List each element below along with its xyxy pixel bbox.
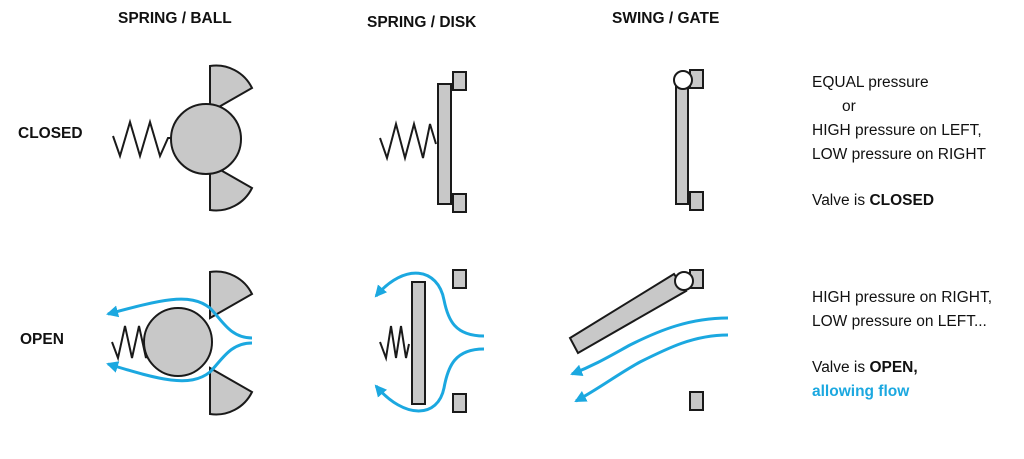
closed-desc-line-2: or	[842, 98, 856, 115]
spring-ball-open-seat-bottom	[209, 366, 254, 416]
swing-gate-closed-seat-bottom	[689, 191, 704, 211]
spring-disk-open-disk	[411, 281, 426, 405]
closed-description: EQUAL pressure or HIGH pressure on LEFT,…	[812, 71, 986, 213]
swing-gate-closed-gate	[675, 85, 689, 205]
open-flow-note: allowing flow	[812, 383, 910, 400]
header-swing-gate: SWING / GATE	[612, 10, 720, 27]
open-desc-line-1: HIGH pressure on RIGHT,	[812, 289, 993, 306]
spring-disk-open-spring	[379, 325, 410, 362]
spring-ball-open-ball	[143, 307, 213, 377]
swing-gate-closed-hinge	[673, 70, 693, 90]
swing-gate-open-hinge	[674, 271, 694, 291]
spring-disk-open-flow-top	[374, 271, 485, 338]
spring-disk-open-seat-bottom	[452, 393, 467, 413]
spring-disk-closed-spring	[379, 120, 437, 162]
open-desc-line-2: LOW pressure on LEFT...	[812, 313, 987, 330]
closed-status-prefix: Valve is	[812, 192, 870, 209]
swing-gate-open	[568, 269, 729, 411]
spring-ball-open-flow-bottom	[106, 341, 253, 383]
closed-desc-line-1: EQUAL pressure	[812, 74, 929, 91]
header-spring-disk: SPRING / DISK	[367, 14, 477, 31]
spring-disk-closed	[379, 71, 467, 213]
swing-gate-open-seat-bottom	[689, 391, 704, 411]
spring-ball-closed-seat-top	[209, 64, 254, 114]
open-status: Valve is OPEN,	[812, 356, 992, 380]
open-status-value: OPEN,	[869, 359, 918, 376]
open-status-prefix: Valve is	[812, 359, 870, 376]
row-label-open: OPEN	[20, 331, 64, 348]
closed-status-value: CLOSED	[869, 192, 935, 209]
spring-disk-closed-disk	[437, 83, 452, 205]
swing-gate-open-gate	[568, 272, 688, 355]
spring-ball-open-flow-top	[106, 297, 253, 340]
spring-ball-closed-seat-bottom	[209, 162, 254, 212]
spring-ball-open	[106, 270, 254, 416]
open-description: HIGH pressure on RIGHT, LOW pressure on …	[812, 286, 992, 404]
swing-gate-closed	[673, 69, 704, 211]
header-spring-ball: SPRING / BALL	[118, 10, 232, 27]
spring-ball-open-spring	[111, 325, 151, 362]
spring-disk-closed-seat-top	[452, 71, 467, 91]
spring-ball-closed-ball	[170, 103, 242, 175]
spring-ball-closed-spring	[112, 118, 173, 160]
closed-status: Valve is CLOSED	[812, 189, 986, 213]
row-label-closed: CLOSED	[18, 125, 83, 142]
spring-ball-closed	[112, 64, 254, 212]
swing-gate-open-flow-top	[570, 316, 729, 376]
spring-ball-open-seat-top	[209, 270, 254, 320]
spring-disk-open-seat-top	[452, 269, 467, 289]
closed-desc-line-3: HIGH pressure on LEFT,	[812, 122, 982, 139]
closed-desc-line-4: LOW pressure on RIGHT	[812, 146, 986, 163]
spring-disk-open-flow-bottom	[374, 347, 485, 413]
spring-disk-closed-seat-bottom	[452, 193, 467, 213]
spring-disk-open	[374, 269, 485, 413]
swing-gate-open-flow-bottom	[574, 333, 729, 403]
